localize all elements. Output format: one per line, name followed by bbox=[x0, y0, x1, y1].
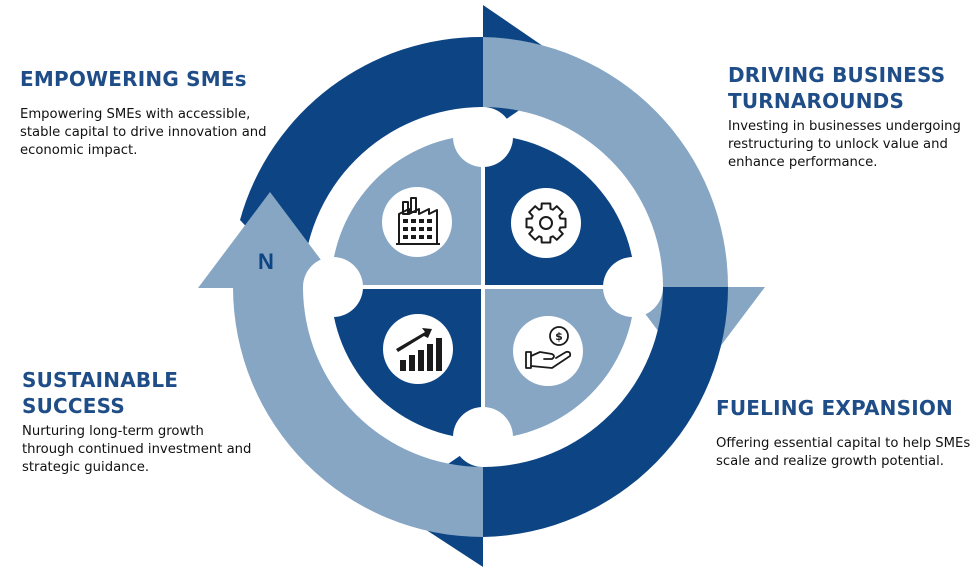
block-driving-turnarounds: DRIVING BUSINESS TURNAROUNDS Investing i… bbox=[728, 62, 973, 172]
factory-icon bbox=[382, 187, 452, 257]
title-line-2: TURNAROUNDS bbox=[728, 89, 905, 113]
cycle-ring bbox=[198, 5, 765, 567]
growth-chart-icon bbox=[383, 314, 453, 384]
title-line-1: DRIVING BUSINESS bbox=[728, 63, 946, 87]
notch-right bbox=[603, 257, 663, 317]
sustainable-success-text: Nurturing long-term growth through conti… bbox=[22, 424, 252, 475]
arrow-n bbox=[198, 192, 483, 537]
empowering-smes-title: EMPOWERING SMEs bbox=[20, 67, 247, 91]
block-sustainable-success: SUSTAINABLE SUCCESS Nurturing long-term … bbox=[22, 367, 257, 477]
letter-n: N bbox=[258, 249, 274, 274]
gear-icon bbox=[511, 188, 581, 258]
letter-a: A bbox=[445, 490, 461, 515]
title-line-2: SUCCESS bbox=[22, 394, 125, 418]
inner-circle bbox=[331, 135, 635, 439]
sustainable-success-title: SUSTAINABLE SUCCESS bbox=[22, 367, 257, 419]
hand-coin-icon: $ bbox=[513, 316, 583, 386]
letter-l: L bbox=[688, 298, 701, 323]
notch-top bbox=[453, 107, 513, 167]
driving-turnarounds-text: Investing in businesses undergoing restr… bbox=[728, 119, 961, 170]
letter-p: P bbox=[496, 65, 511, 90]
block-empowering-smes: EMPOWERING SMEs Empowering SMEs with acc… bbox=[20, 66, 280, 160]
gear-outline bbox=[525, 202, 567, 244]
notch-bottom bbox=[453, 407, 513, 467]
block-fueling-expansion: FUELING EXPANSION Offering essential cap… bbox=[716, 395, 974, 471]
driving-turnarounds-title: DRIVING BUSINESS TURNAROUNDS bbox=[728, 62, 973, 114]
title-line-1: SUSTAINABLE bbox=[22, 368, 179, 392]
fueling-expansion-title: FUELING EXPANSION bbox=[716, 396, 953, 420]
fueling-expansion-text: Offering essential capital to help SMEs … bbox=[716, 436, 971, 469]
svg-text:$: $ bbox=[555, 330, 563, 343]
notch-left bbox=[303, 257, 363, 317]
empowering-smes-text: Empowering SMEs with accessible, stable … bbox=[20, 107, 267, 158]
